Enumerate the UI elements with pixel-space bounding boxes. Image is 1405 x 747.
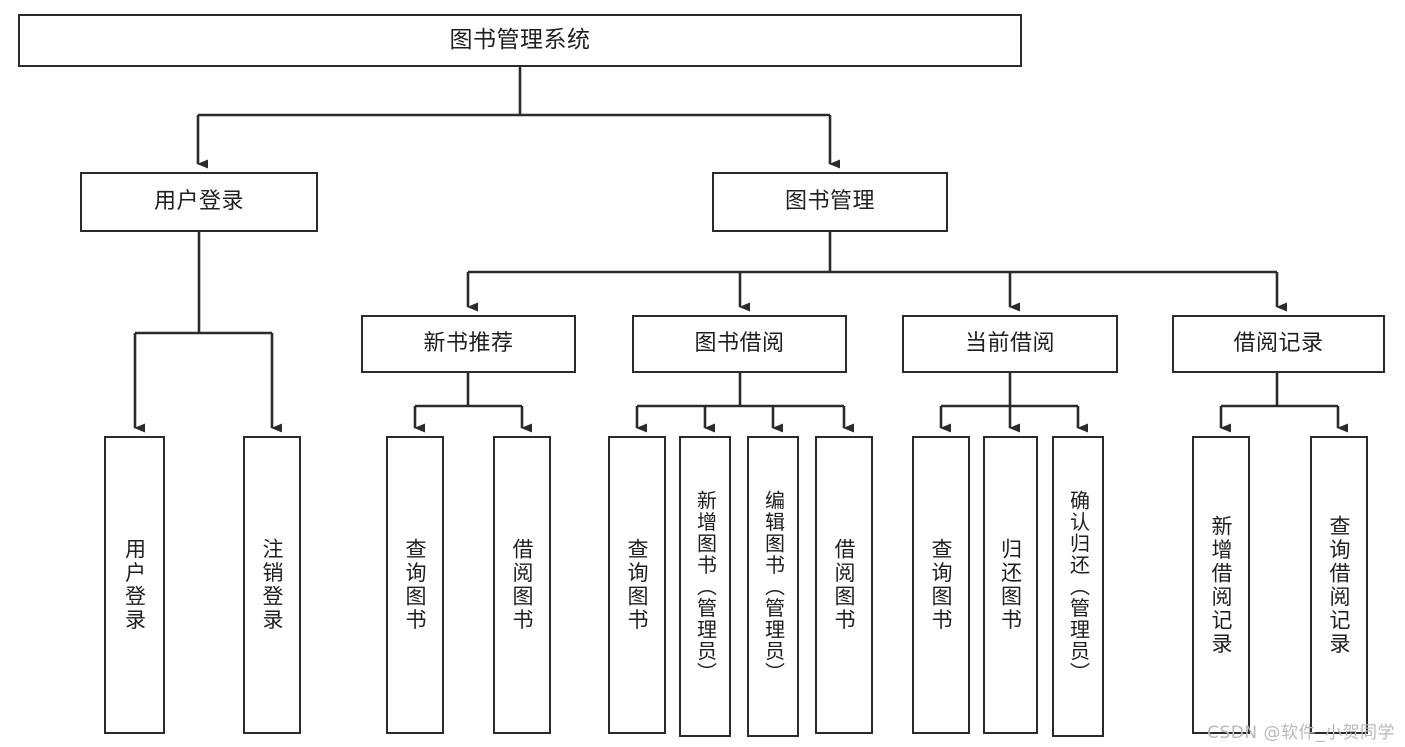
- node-label: 查询图书: [403, 538, 428, 632]
- leaf-current-borrow-return-book[interactable]: 归还图书: [983, 436, 1038, 734]
- node-label: 图书借阅: [694, 331, 785, 357]
- leaf-current-borrow-confirm-return-admin[interactable]: 确认归还（管理员）: [1052, 436, 1104, 737]
- node-label: 用户登录: [153, 189, 244, 215]
- leaf-new-book-query-book[interactable]: 查询图书: [386, 436, 444, 734]
- node-label: 图书管理: [784, 189, 875, 215]
- leaf-current-borrow-query-book[interactable]: 查询图书: [912, 436, 970, 734]
- leaf-user-login-logout[interactable]: 注销登录: [243, 436, 301, 734]
- node-root-book-management-system[interactable]: 图书管理系统: [18, 14, 1022, 67]
- node-label: 借阅图书: [510, 538, 535, 632]
- node-new-book-recommend[interactable]: 新书推荐: [361, 315, 576, 373]
- node-label: 查询图书: [625, 538, 650, 632]
- leaf-borrow-record-query-record[interactable]: 查询借阅记录: [1310, 436, 1368, 734]
- node-user-login[interactable]: 用户登录: [80, 172, 318, 232]
- node-label: 查询借阅记录: [1327, 514, 1352, 656]
- node-label: 借阅图书: [832, 538, 857, 632]
- node-label: 归还图书: [998, 538, 1023, 632]
- node-label: 编辑图书（管理员）: [761, 489, 786, 684]
- leaf-new-book-borrow-book[interactable]: 借阅图书: [493, 436, 551, 734]
- leaf-book-borrow-query-book[interactable]: 查询图书: [608, 436, 666, 734]
- leaf-book-borrow-edit-book-admin[interactable]: 编辑图书（管理员）: [747, 436, 799, 737]
- csdn-watermark: CSDN @软件_小贺同学: [1207, 723, 1395, 743]
- leaf-user-login-login[interactable]: 用户登录: [104, 436, 165, 734]
- node-label: 当前借阅: [964, 331, 1055, 357]
- node-label: 图书管理系统: [449, 26, 591, 53]
- node-label: 确认归还（管理员）: [1066, 489, 1091, 684]
- leaf-borrow-record-add-record[interactable]: 新增借阅记录: [1192, 436, 1250, 734]
- leaf-book-borrow-add-book-admin[interactable]: 新增图书（管理员）: [679, 436, 731, 737]
- leaf-book-borrow-borrow-book[interactable]: 借阅图书: [815, 436, 873, 734]
- node-label: 新书推荐: [423, 331, 514, 357]
- node-label: 借阅记录: [1233, 331, 1324, 357]
- node-label: 用户登录: [122, 538, 147, 632]
- node-book-borrow[interactable]: 图书借阅: [632, 315, 847, 373]
- node-label: 新增借阅记录: [1209, 514, 1234, 656]
- node-book-management[interactable]: 图书管理: [712, 172, 948, 232]
- node-current-borrow[interactable]: 当前借阅: [902, 315, 1118, 373]
- node-label: 新增图书（管理员）: [693, 489, 718, 684]
- node-label: 查询图书: [929, 538, 954, 632]
- node-borrow-record[interactable]: 借阅记录: [1172, 315, 1385, 373]
- node-label: 注销登录: [260, 538, 285, 632]
